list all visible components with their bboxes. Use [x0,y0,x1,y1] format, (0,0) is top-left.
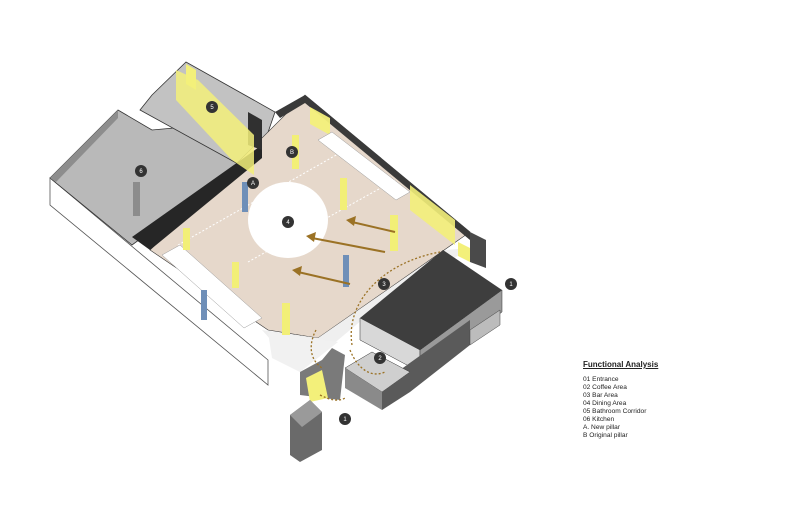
marker-original-pillar: B [286,146,298,158]
marker-label: A [251,181,255,187]
original-pillar [340,178,347,210]
flow-arrow [311,237,386,253]
entrance-circulation-path [310,329,323,369]
flow-arrow-head [292,266,302,276]
original-pillar [183,228,190,250]
marker-label: 1 [509,282,513,288]
kitchen-back-wall [50,110,118,182]
flow-arrow-head [346,216,356,226]
kitchen-block-step [469,309,501,346]
legend-item: 02 Coffee Area [583,384,627,391]
kitchen-divider-wall [132,145,262,250]
legend-item: B Original pillar [583,432,628,439]
marker-label: 1 [343,417,347,423]
legend-title: Functional Analysis [583,360,659,369]
legend-item: 03 Bar Area [583,392,618,399]
original-pillar [390,215,398,251]
marker-dining-area: 4 [282,216,294,228]
corridor-wall-highlight [176,70,254,175]
legend-item: 01 Entrance [583,376,619,383]
kitchen-block-roof [360,250,502,350]
entrance-wall-yellow [306,370,328,402]
right-wall-highlight [410,185,455,245]
entrance-zone-floor [268,332,338,372]
marker-kitchen: 6 [135,165,147,177]
marker-bar-area: 3 [378,278,390,290]
bench-right [317,131,411,201]
kitchen-pillar [133,182,140,216]
marker-entrance-right: 1 [505,278,517,290]
entrance-vestibule-top [290,400,322,427]
new-pillar [343,255,349,287]
coffee-counter-front [345,368,382,410]
flow-arrow [351,221,396,233]
marker-label: 2 [378,356,382,362]
outer-wall-extrusion [49,177,269,386]
marker-new-pillar: A [247,177,259,189]
marker-label: 4 [286,220,290,226]
legend-item: A. New pillar [583,424,621,431]
kitchen-block-lower [400,320,470,392]
legend-item: 05 Bathroom Corridor [583,408,647,415]
original-pillar [232,262,239,288]
bar-circulation-path [350,251,441,346]
new-pillar [242,182,248,212]
marker-bathroom-corridor: 5 [206,101,218,113]
marker-coffee-area: 2 [374,352,386,364]
exit-circulation-path [319,394,346,401]
main-back-wall-top [275,95,305,118]
original-pillar [282,303,290,335]
coffee-counter-side [382,372,410,410]
flow-arrow [297,271,351,285]
marker-label: 5 [210,105,214,111]
legend-item: 06 Kitchen [583,416,615,423]
marker-label: 3 [382,282,386,288]
functional-analysis-legend: Functional Analysis 01 Entrance 02 Coffe… [583,360,773,440]
flow-arrows [292,216,396,285]
legend-item: 04 Dining Area [583,400,627,407]
back-wall-highlight [310,107,330,135]
right-wall-corner-yellow [458,242,470,262]
marker-label: 6 [139,169,143,175]
coffee-circulation-path [349,349,386,375]
marker-entrance-left: 1 [339,413,351,425]
corridor-upper-highlight [186,64,196,90]
new-pillar [201,290,207,320]
marker-label: B [290,150,294,156]
flow-arrow-head [306,232,316,242]
right-wall-corner [470,232,486,268]
bench-left [161,244,263,329]
